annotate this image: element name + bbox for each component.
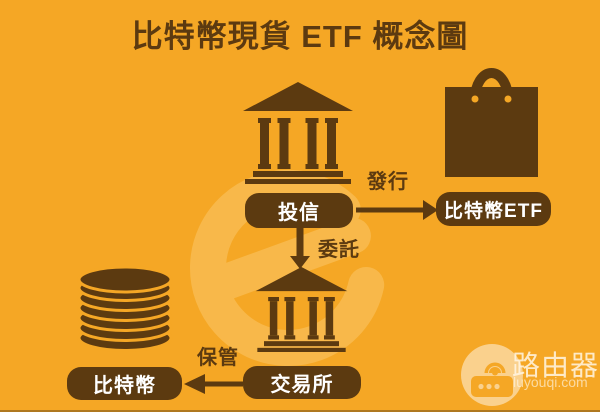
- router-icon: [471, 362, 513, 397]
- shopping-bag-icon: [445, 68, 538, 177]
- page-title: 比特幣現貨 ETF 概念圖: [131, 19, 469, 54]
- bottom-edge-line: [0, 410, 600, 412]
- flow-label-delegate: 委託: [318, 239, 360, 261]
- node-label-exchange: 交易所: [243, 366, 361, 399]
- router-logo-circle: [461, 344, 523, 406]
- node-label-bitcoin: 比特幣: [67, 367, 182, 400]
- watermark-site-name: 路由器: [512, 350, 600, 381]
- arrow-right-issue: [356, 200, 438, 220]
- arrow-left-custody: [184, 374, 243, 394]
- watermark-domain: luyouqi.com: [513, 374, 588, 390]
- bank-icon: [243, 82, 353, 184]
- flow-label-custody: 保管: [197, 347, 239, 369]
- flow-label-issue: 發行: [367, 171, 409, 193]
- coins-icon: [77, 266, 173, 352]
- node-label-bitcoin-etf: 比特幣ETF: [436, 192, 551, 226]
- bank-icon: [255, 267, 348, 352]
- arrow-down-delegate: [290, 228, 310, 269]
- node-label-fund-company: 投信: [245, 193, 353, 228]
